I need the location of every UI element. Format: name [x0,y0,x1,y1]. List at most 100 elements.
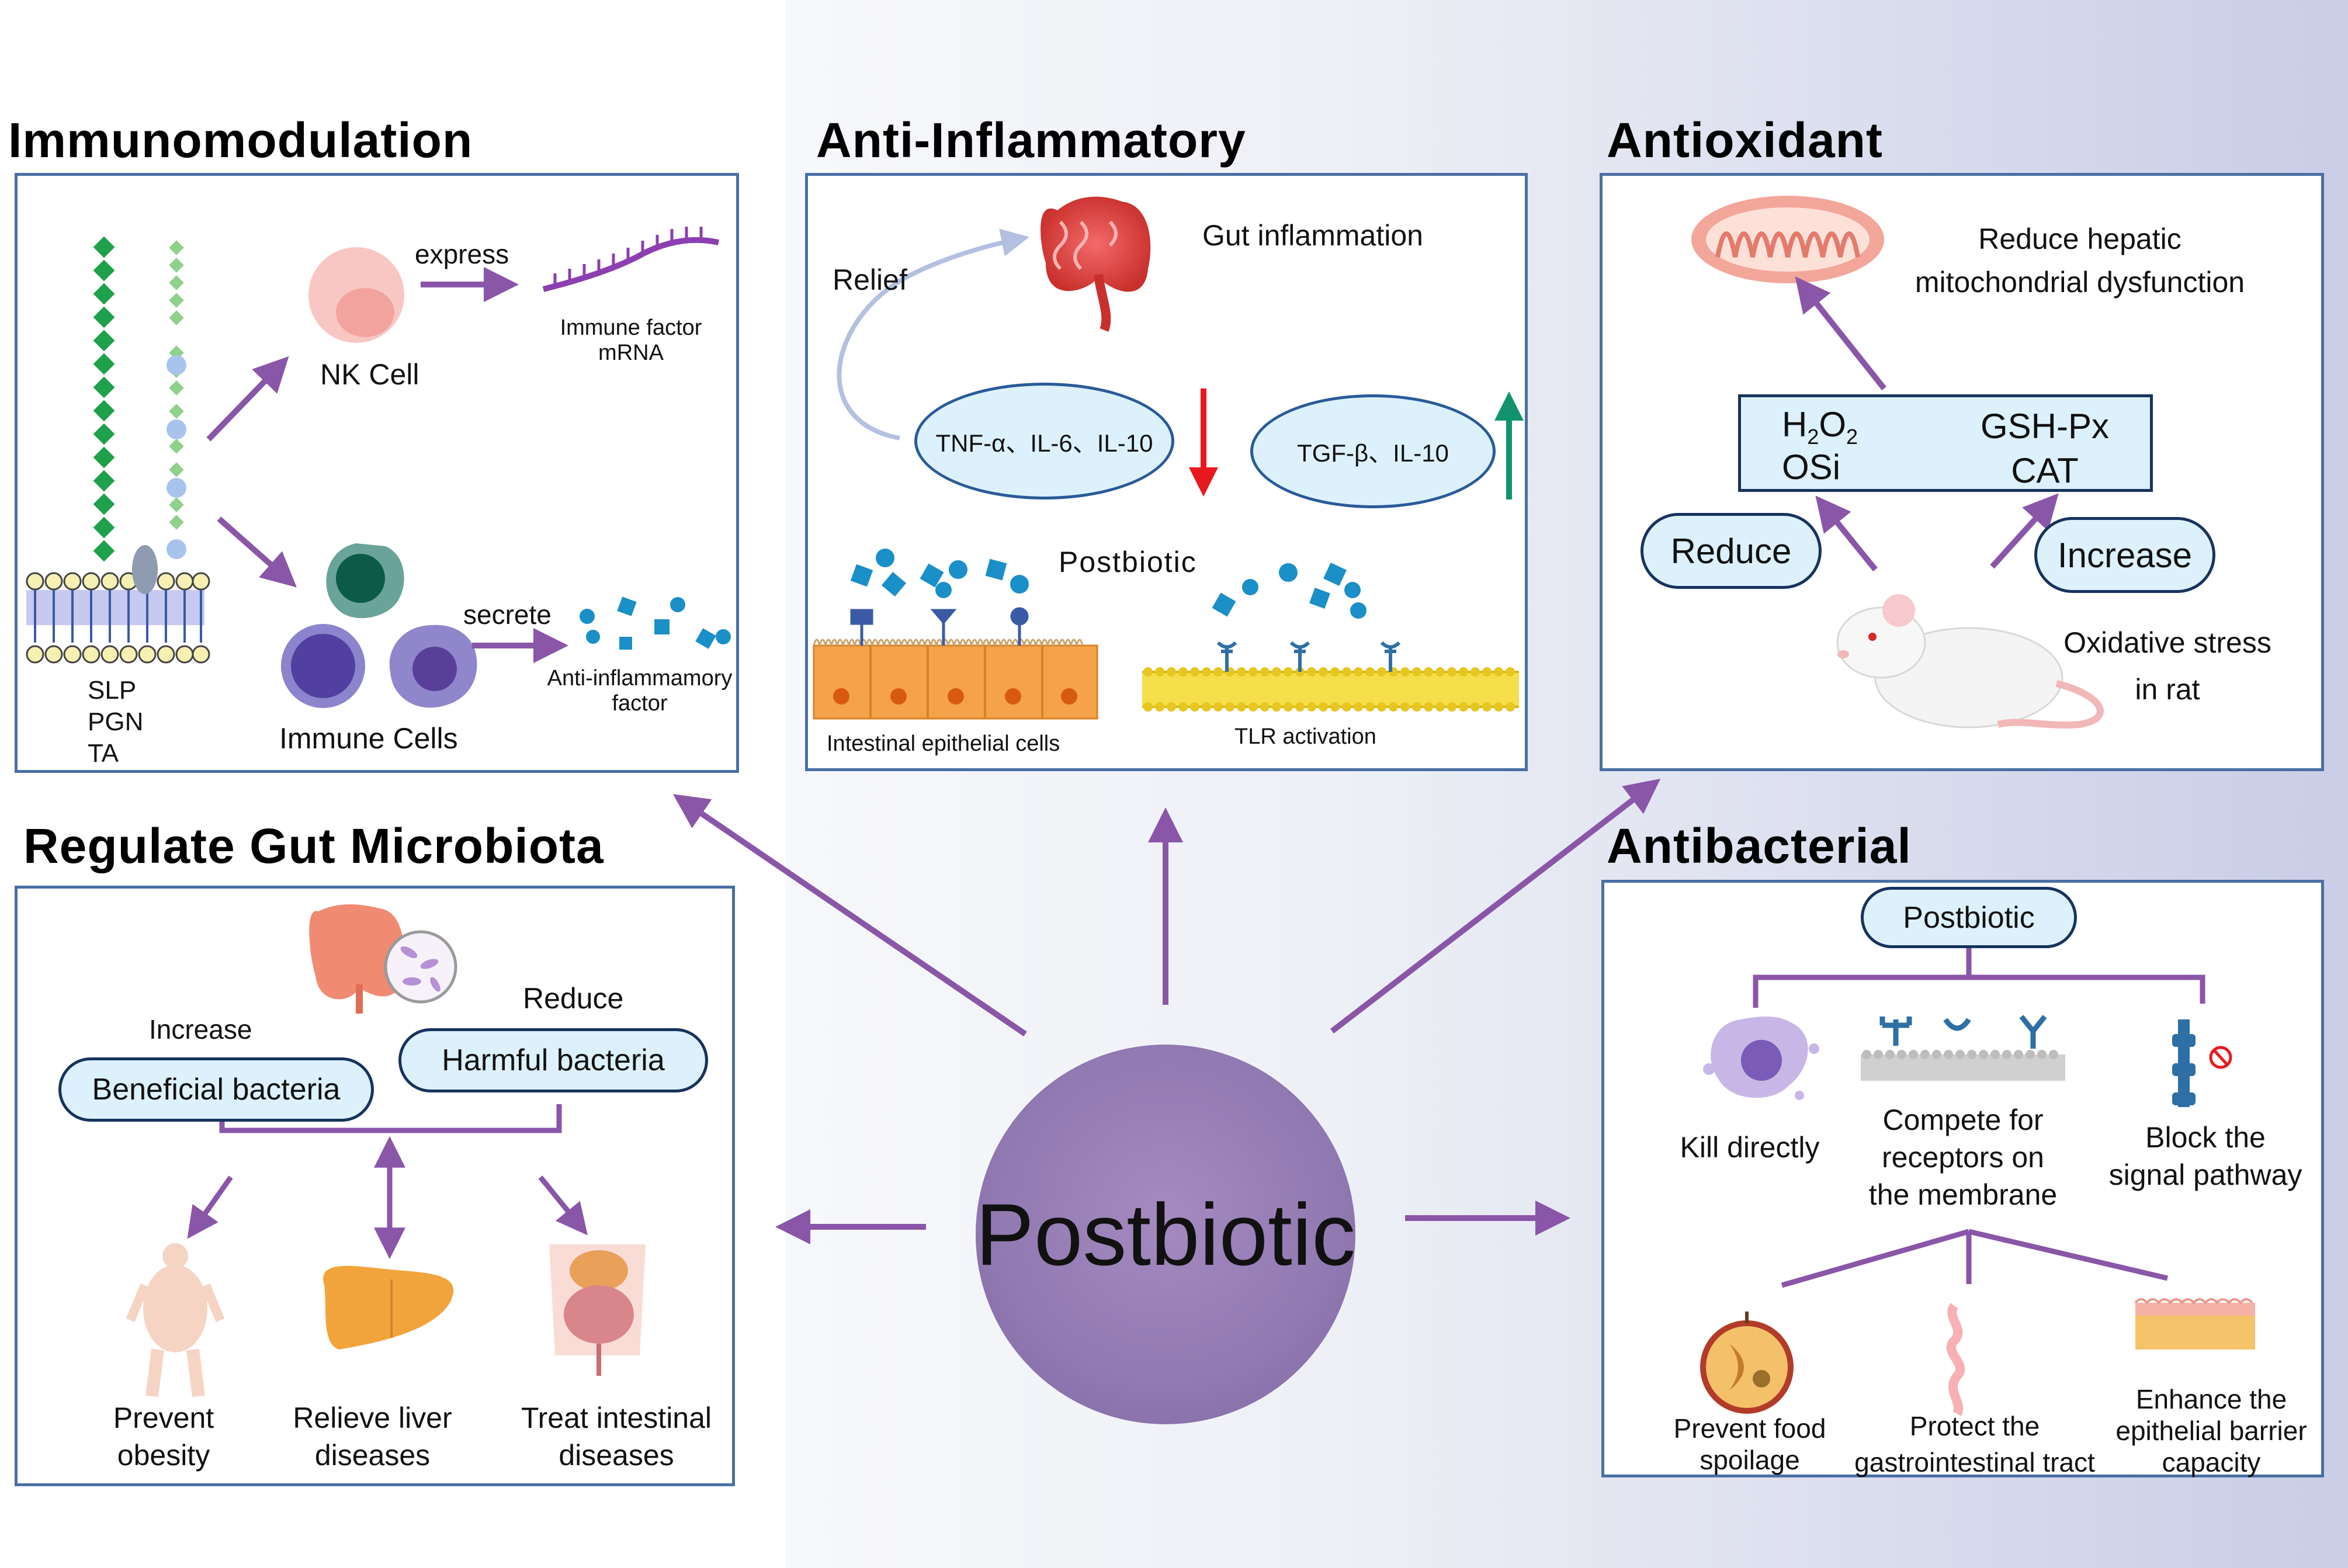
nk-cell-label: NK Cell [320,358,419,391]
rotten-apple-illustration [1700,1312,1794,1414]
blocked-signal-illustration [2172,1019,2232,1107]
immune-cells-label: Immune Cells [279,722,458,755]
cat-text: CAT [2011,451,2079,490]
microbiota-connectors [187,1104,588,1260]
liver-line2: diseases [314,1439,431,1472]
ta-label: TA [88,739,119,768]
beneficial-bacteria-text: Beneficial bacteria [92,1073,341,1106]
immune-factor-mrna-label: Immune factor mRNA [543,315,719,366]
antibacterial-postbiotic-pill: Postbiotic [1861,887,2077,948]
oxidative-stress-line2: in rat [2135,673,2200,706]
center-label: Postbiotic [975,1185,1356,1283]
h2o2-sub1: 2 [1807,425,1819,449]
gi-line2: gastrointestinal tract [1854,1447,2095,1477]
obesity-figure-illustration [126,1243,225,1397]
block-line1: Block the [2145,1121,2266,1154]
antioxidant-title: Antioxidant [1607,113,1883,168]
membrane-receptors-illustration [1861,1015,2065,1081]
food-line2: spoilage [1700,1445,1800,1475]
h2o2-o: O [1819,405,1847,444]
barrier-line3: capacity [2162,1447,2261,1477]
block-line2: signal pathway [2108,1158,2302,1191]
intestinal-organs-illustration [549,1244,646,1376]
treat-intestinal-label: Treat intestinal diseases [497,1399,736,1474]
anti-inflammatory-title: Anti-Inflammatory [816,113,1246,168]
tlr-activation-label: TLR activation [1234,724,1376,749]
gsh-px-text: GSH-Px [1980,407,2110,446]
enhance-barrier-label: Enhance the epithelial barrier capacity [2103,1383,2319,1478]
reduce-hepatic-label: Reduce hepatic mitochondrial dysfunction [1875,217,2284,304]
increase-label: Increase [149,1014,252,1045]
center-postbiotic-circle: Postbiotic [976,1045,1355,1424]
compete-line3: the membrane [1868,1178,2058,1211]
nk-cell-illustration [308,247,404,343]
barrier-line2: epithelial barrier [2115,1416,2307,1446]
gi-tract-illustration [1946,1303,1965,1416]
tlr-membrane-illustration [1142,641,1519,712]
rat-illustration [1836,594,2104,729]
pgn-label: PGN [88,707,144,736]
anti-inflammatory-factor-label: Anti-inflammamory factor [540,666,739,716]
secreted-factor-particles [580,596,731,650]
barrier-line1: Enhance the [2135,1384,2287,1414]
oxidative-stress-label: Oxidative stress in rat [2021,619,2314,713]
antibacterial-tree [1753,945,2205,1288]
secrete-label: secrete [463,599,552,630]
obesity-line2: obesity [117,1439,210,1472]
lysed-bacterium-illustration [1703,1017,1819,1100]
immune-cells-illustration [281,543,477,708]
factor-line2: factor [612,691,668,716]
intestinal-line2: diseases [559,1439,674,1472]
down-cytokines-text: TNF-α、IL-6、IL-10 [935,429,1153,457]
mitochondria-illustration [1691,196,1884,283]
compete-line1: Compete for [1882,1104,2044,1136]
epithelial-cells-illustration [813,607,1098,720]
mrna-strand [542,237,720,292]
wall-components-label: SLP PGN TA [88,675,143,769]
compete-line2: receptors on [1882,1141,2044,1174]
liver-illustration [323,1265,454,1350]
beneficial-bacteria-pill: Beneficial bacteria [58,1057,374,1122]
food-line1: Prevent food [1673,1413,1826,1444]
h2o2-sub2: 2 [1846,425,1858,449]
immune-factor-line2: mRNA [598,341,664,365]
protect-gi-label: Protect the gastrointestinal tract [1837,1408,2112,1480]
express-label: express [415,239,509,269]
relieve-liver-label: Relieve liver diseases [269,1399,476,1474]
reduce-label: Reduce [523,982,624,1015]
factor-line1: Anti-inflammamory [547,666,733,691]
harmful-bacteria-pill: Harmful bacteria [398,1028,708,1092]
up-cytokines-text: TGF-β、IL-10 [1297,439,1449,467]
liver-line1: Relieve liver [293,1402,452,1434]
gut-microbiota-title: Regulate Gut Microbiota [23,818,604,873]
postbiotic-particles [850,549,1367,619]
oxidative-markers-box: H2O2 OSi GSH-Px CAT [1738,394,2153,492]
increase-pill: Increase [2034,517,2215,593]
prevent-obesity-label: Prevent obesity [76,1399,251,1474]
osi-label: OSi [1782,447,1841,487]
epithelial-cells-label: Intestinal epithelial cells [827,731,1060,756]
harmful-bacteria-text: Harmful bacteria [442,1043,665,1077]
increase-text: Increase [2057,535,2193,575]
reduce-pill: Reduce [1641,513,1822,589]
reduce-text: Reduce [1670,531,1792,571]
arrow-to-antioxidant [1330,778,1661,1033]
relief-label: Relief [833,263,907,296]
gsh-cat-label: GSH-Px CAT [1969,404,2121,493]
obesity-line1: Prevent [113,1402,214,1434]
kill-directly-label: Kill directly [1653,1130,1846,1164]
relief-arrow [837,228,1029,440]
gut-microbes-illustration [309,904,457,1014]
block-signal-label: Block the signal pathway [2092,1119,2319,1194]
gi-line1: Protect the [1909,1411,2040,1441]
up-cytokines-oval: TGF-β、IL-10 [1250,394,1496,508]
compete-receptors-label: Compete for receptors on the membrane [1846,1101,2080,1213]
intestinal-line1: Treat intestinal [521,1402,712,1434]
antibacterial-postbiotic-text: Postbiotic [1903,900,2035,935]
kill-directly-text: Kill directly [1680,1131,1820,1164]
bacterial-wall-illustration [26,236,210,664]
down-cytokines-oval: TNF-α、IL-6、IL-10 [914,383,1174,499]
antibacterial-title: Antibacterial [1607,818,1912,873]
h2o2-h: H [1782,405,1808,444]
